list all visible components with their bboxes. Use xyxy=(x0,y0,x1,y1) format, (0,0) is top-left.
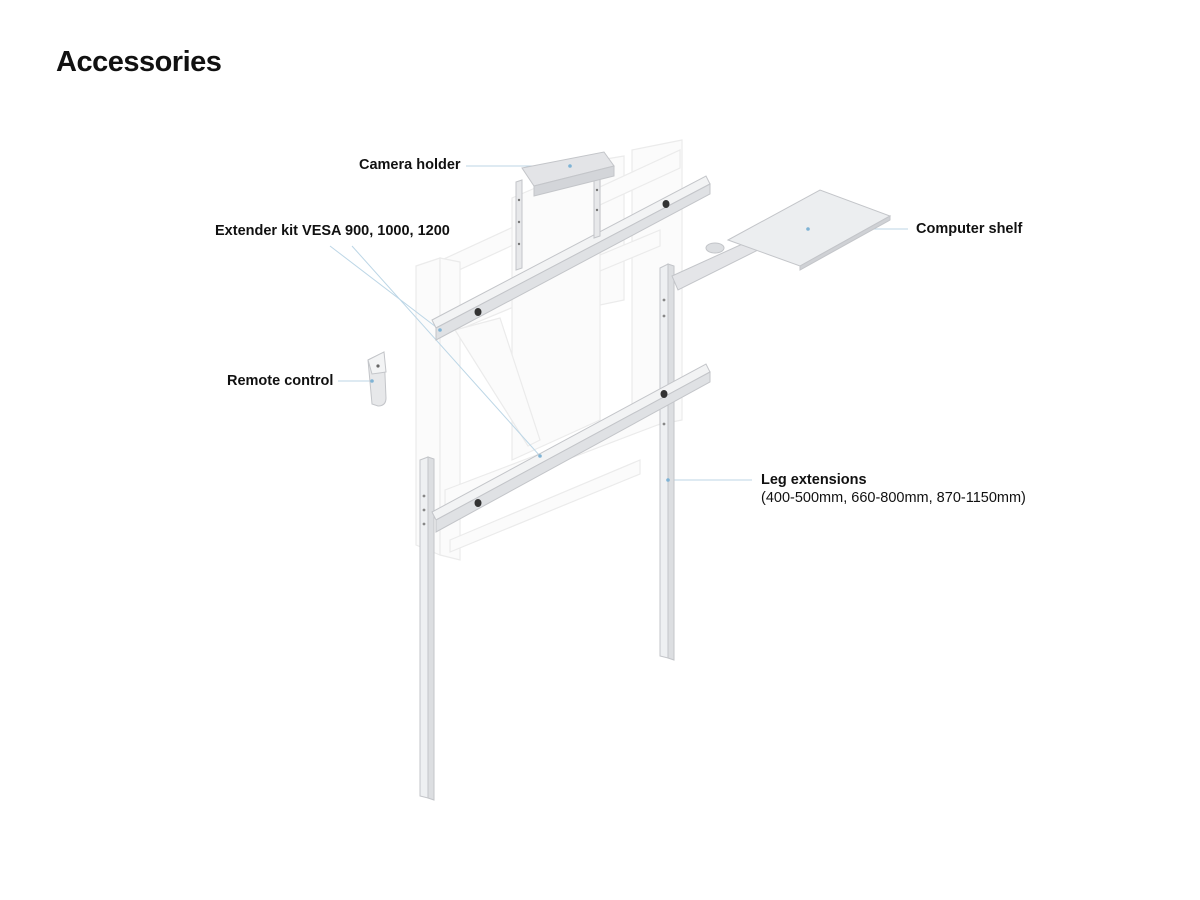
label-remote-control: Remote control xyxy=(227,373,334,389)
remote-control xyxy=(367,351,387,407)
label-leg-extensions: Leg extensions xyxy=(761,472,867,488)
right-leg-extension xyxy=(659,263,675,661)
leader-dots xyxy=(370,164,810,482)
upper-extender-bar xyxy=(431,175,711,341)
label-extender-kit: Extender kit VESA 900, 1000, 1200 xyxy=(215,223,450,239)
label-computer-shelf: Computer shelf xyxy=(916,221,1023,237)
left-leg-extension xyxy=(419,456,435,801)
computer-shelf xyxy=(671,189,892,291)
label-camera-holder: Camera holder xyxy=(359,157,461,173)
lower-extender-bar xyxy=(431,363,711,533)
page-title: Accessories xyxy=(56,46,222,78)
camera-holder xyxy=(515,151,615,271)
base-stand xyxy=(415,139,683,561)
label-leg-extensions-sizes: (400-500mm, 660-800mm, 870-1150mm) xyxy=(761,490,1026,506)
